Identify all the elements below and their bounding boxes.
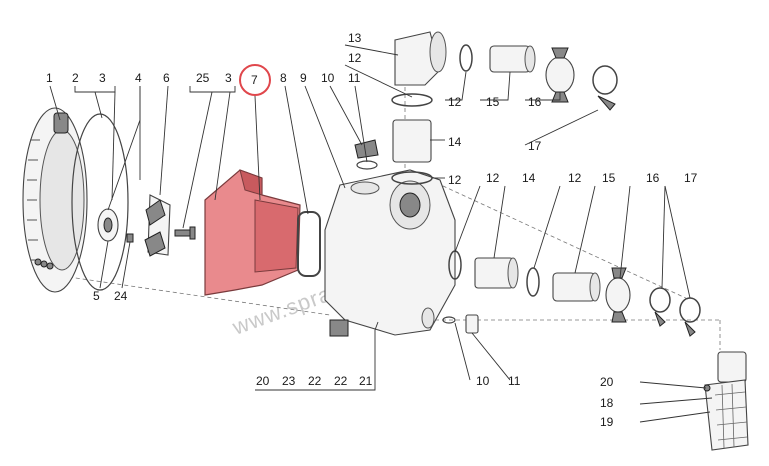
label-12-side-1: 12 xyxy=(486,171,500,185)
part-labels: 1 2 3 4 6 25 3 7 8 9 10 11 13 12 12 15 1… xyxy=(46,31,698,429)
label-20-bottom: 20 xyxy=(256,374,270,388)
label-14-top: 14 xyxy=(448,135,462,149)
part-side-nut xyxy=(605,267,631,323)
part-top-clamp xyxy=(592,65,618,111)
part-impeller-screw xyxy=(174,226,196,240)
label-17-top: 17 xyxy=(528,139,542,153)
label-12-top: 12 xyxy=(448,95,462,109)
label-11-top: 11 xyxy=(348,71,361,85)
label-25: 25 xyxy=(196,71,210,85)
part-vertical-gaskets xyxy=(391,93,433,185)
label-15-top: 15 xyxy=(486,95,500,109)
label-22-second: 22 xyxy=(334,374,348,388)
highlight-ring xyxy=(239,64,271,96)
label-13: 13 xyxy=(348,31,362,45)
part-side-nipple xyxy=(474,257,519,289)
label-12-side-2: 12 xyxy=(568,171,582,185)
part-strainer xyxy=(703,351,749,451)
label-7: 7 xyxy=(251,73,258,87)
label-20-strainer: 20 xyxy=(600,375,614,389)
part-side-hose-tail xyxy=(552,272,601,302)
part-top-plug xyxy=(354,139,379,170)
part-top-hose-tail xyxy=(489,45,536,73)
part-volute-highlighted xyxy=(204,169,301,296)
part-bolts xyxy=(34,258,54,270)
part-key xyxy=(126,233,134,243)
label-3-second: 3 xyxy=(225,71,232,85)
label-5: 5 xyxy=(93,289,100,303)
label-12-middle: 12 xyxy=(448,173,462,187)
label-23: 23 xyxy=(282,374,296,388)
part-drain-plug xyxy=(442,314,479,334)
label-9: 9 xyxy=(300,71,307,85)
label-10-bottom: 10 xyxy=(476,374,490,388)
label-14-side: 14 xyxy=(522,171,536,185)
part-side-gasket-2 xyxy=(526,267,540,297)
label-16-top: 16 xyxy=(528,95,542,109)
label-10-top: 10 xyxy=(321,71,335,85)
label-8: 8 xyxy=(280,71,287,85)
part-gasket xyxy=(71,113,129,291)
part-impeller xyxy=(144,194,171,257)
label-12-top-left: 12 xyxy=(348,51,362,65)
label-16-side: 16 xyxy=(646,171,660,185)
label-11-bottom: 11 xyxy=(508,374,521,388)
label-3: 3 xyxy=(99,71,106,85)
label-19: 19 xyxy=(600,415,614,429)
label-24: 24 xyxy=(114,289,128,303)
label-4: 4 xyxy=(135,71,142,85)
label-15-side: 15 xyxy=(602,171,616,185)
label-6: 6 xyxy=(163,71,170,85)
label-18: 18 xyxy=(600,396,614,410)
part-pump-body xyxy=(324,169,456,337)
leader-lines xyxy=(49,44,713,423)
label-22-first: 22 xyxy=(308,374,322,388)
part-rear-cover xyxy=(22,107,88,293)
part-side-clamps xyxy=(649,287,701,337)
label-2: 2 xyxy=(72,71,79,85)
part-mechanical-seal xyxy=(97,208,119,242)
label-17-side: 17 xyxy=(684,171,698,185)
label-21: 21 xyxy=(359,374,373,388)
part-elbow-outlet xyxy=(394,31,447,86)
part-volute-gasket xyxy=(297,211,321,277)
part-top-gasket-1 xyxy=(459,44,473,72)
label-1: 1 xyxy=(46,71,53,85)
